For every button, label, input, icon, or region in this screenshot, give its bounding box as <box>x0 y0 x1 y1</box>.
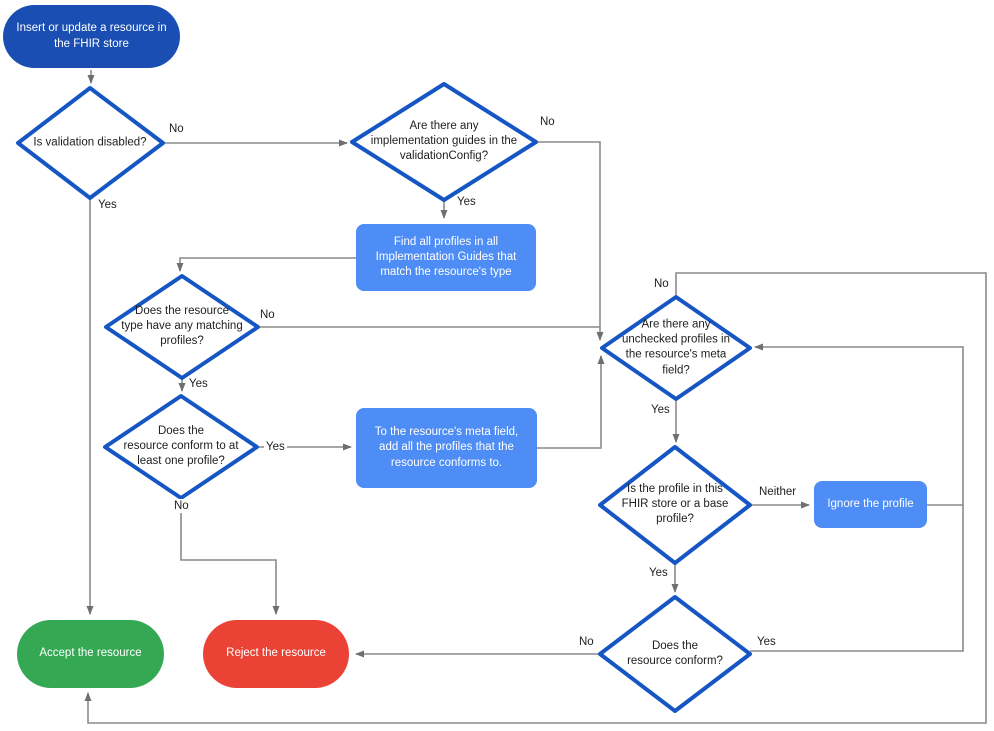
process-add-profiles-to-meta-label: To the resource's meta field, add all th… <box>374 426 519 469</box>
edge-resource-conform-yes-loop <box>750 343 964 652</box>
edge-label-profile-store-yes: Yes <box>647 566 670 580</box>
process-ignore-profile: Ignore the profile <box>814 481 927 528</box>
start-node: Insert or update a resource in the FHIR … <box>3 5 180 68</box>
decision-any-unchecked-profiles-label: Are there any unchecked profiles in the … <box>621 318 731 377</box>
start-node-label: Insert or update a resource in the FHIR … <box>16 22 167 50</box>
edge-label-resource-conform-yes: Yes <box>755 635 778 649</box>
decision-any-unchecked-profiles-shape <box>600 295 752 401</box>
edge-label-validation-disabled-yes: Yes <box>96 198 119 212</box>
edge-label-unchecked-profiles-no: No <box>652 277 671 291</box>
edge-unchecked-no-to-accept <box>84 272 987 724</box>
process-find-all-profiles: Find all profiles in all Implementation … <box>356 224 536 291</box>
process-add-profiles-to-meta: To the resource's meta field, add all th… <box>356 408 537 488</box>
edge-label-profile-store-neither: Neither <box>757 485 799 499</box>
decision-any-implementation-guides-label: Are there any implementation guides in t… <box>370 120 518 163</box>
reject-node: Reject the resource <box>203 620 349 688</box>
decision-profile-in-store-or-base-shape <box>598 445 752 565</box>
decision-profile-in-store-or-base-label: Is the profile in this FHIR store or a b… <box>621 483 729 526</box>
edge-find-profiles-to-matching <box>176 257 356 272</box>
decision-does-resource-conform-shape <box>598 595 752 713</box>
process-find-all-profiles-label: Find all profiles in all Implementation … <box>375 235 517 279</box>
decision-any-matching-profiles-label: Does the resource type have any matching… <box>121 305 243 348</box>
process-ignore-profile-label: Ignore the profile <box>827 497 914 510</box>
edge-implementation-guides-no <box>536 141 604 341</box>
decision-is-validation-disabled-label: Is validation disabled? <box>33 136 147 149</box>
edge-label-implementation-guides-yes: Yes <box>455 195 478 209</box>
edge-label-conforms-one-no: No <box>172 499 191 513</box>
edge-conforms-one-no-to-reject <box>180 498 280 615</box>
edge-label-conforms-one-yes: Yes <box>264 440 287 454</box>
edge-label-validation-disabled-no: No <box>167 122 186 136</box>
decision-does-resource-conform-label: Does the resource conform? <box>627 639 723 667</box>
accept-node: Accept the resource <box>17 620 164 688</box>
edge-add-profiles-to-unchecked <box>537 355 605 449</box>
edge-label-unchecked-profiles-yes: Yes <box>649 403 672 417</box>
decision-any-implementation-guides-shape <box>350 82 538 202</box>
edge-label-matching-profiles-no: No <box>258 308 277 322</box>
decision-is-validation-disabled-shape <box>16 86 165 200</box>
edge-label-matching-profiles-yes: Yes <box>187 377 210 391</box>
edge-label-resource-conform-no: No <box>577 635 596 649</box>
accept-node-label: Accept the resource <box>39 647 142 660</box>
decision-conforms-to-one-profile-shape <box>103 394 259 500</box>
edge-label-implementation-guides-no: No <box>538 115 557 129</box>
decision-any-matching-profiles-shape <box>104 274 260 380</box>
decision-conforms-to-one-profile-label: Does the resource conform to at least on… <box>123 425 239 468</box>
reject-node-label: Reject the resource <box>226 647 326 660</box>
